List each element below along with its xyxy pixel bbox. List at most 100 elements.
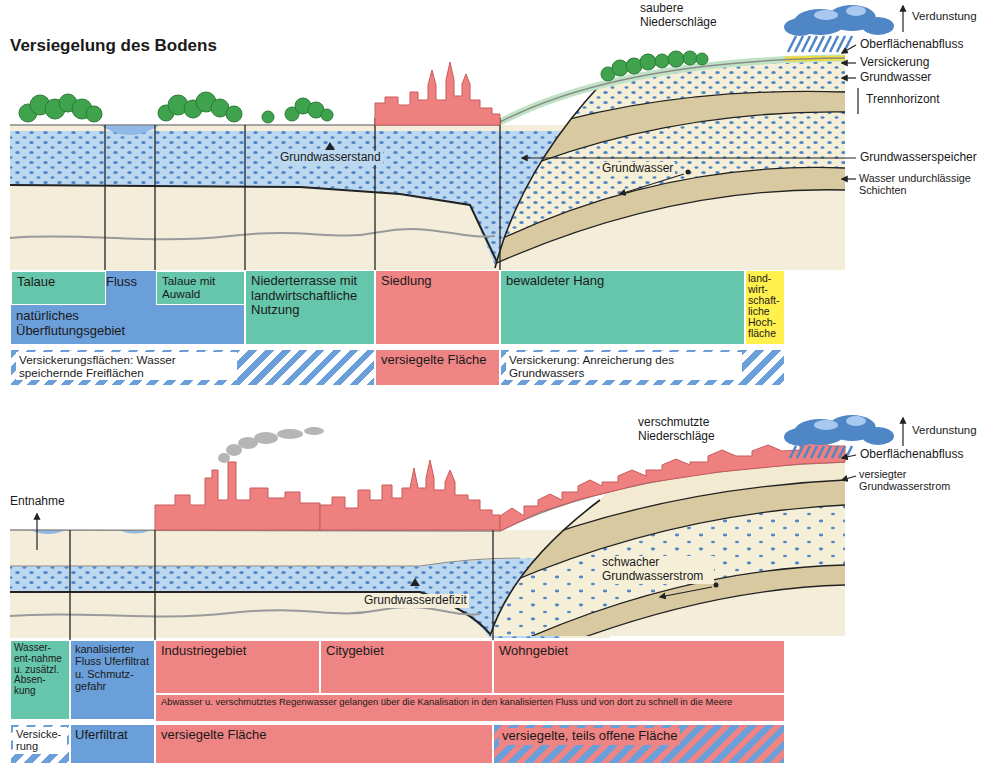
rain [788,36,796,52]
land-use-box: Niederterrasse mit landwirtschaftliche N… [245,270,375,345]
box-label: kanalisierter Fluss Uferfiltrat u. Schmu… [75,643,150,692]
hill-layers-bottom [450,585,845,695]
infiltration-band: Versicke-rung [10,724,70,764]
annotation-label: verschmutzte Niederschläge [638,416,738,444]
valley-ground-bottom [10,592,490,634]
leader-line [857,88,858,114]
vertical-divider [154,125,155,270]
vertical-divider [69,530,70,640]
hill-layers-top [450,58,845,285]
annotation-label: Grundwasserspeicher [860,151,977,165]
grass-strip [500,58,845,122]
valley-ground-bottom [10,558,560,638]
tree-cluster [696,53,708,65]
leader-line [842,62,856,63]
land-use-box: Wasser-ent-nahme u. zusätzl. Absen-kung [10,640,70,720]
valley-ground-top [100,125,160,135]
land-use-box: kanalisierter Fluss Uferfiltrat u. Schmu… [70,640,155,720]
annotation-label: schwacher Grundwasserstrom [600,556,714,584]
land-use-box: bewaldeter Hang [500,270,745,345]
valley-ground-bottom [10,558,520,566]
tree-cluster [655,54,669,68]
leader-line [842,476,856,480]
tree-cluster [226,106,242,122]
rain-cloud [814,10,838,20]
annotation-label: Oberflächenabfluss [860,38,963,52]
hill-layers-top [450,190,845,285]
rain [795,36,803,52]
rain [790,446,852,458]
rain-cloud [846,416,866,426]
smoke [218,427,324,463]
box-label: Talaue [17,275,100,290]
land-use-box: Talaue [11,271,106,305]
tree-cluster [321,109,333,121]
vertical-divider [105,118,500,270]
leader-line [842,77,856,78]
annotation-label: saubere Niederschläge [640,2,735,30]
box-label: Wasser-ent-nahme u. zusätzl. Absen-kung [14,643,66,697]
box-label: Siedlung [381,274,494,289]
box-label: versiegelte, teils offene Fläche [499,728,680,745]
vertical-divider [70,530,493,640]
annotation-label: Grundwasser [600,162,675,176]
settlement-silhouette [375,62,500,125]
annotation-label: Grundwasserdefizit [362,594,469,608]
box-label: land-wirt-schaft-liche Hoch-fläche [748,273,782,339]
annotation-label: Grundwasserstand [278,151,383,165]
rain-cloud [784,428,816,446]
annotation-label: Entnahme [10,495,65,509]
leader-line [902,418,903,446]
leader-line [522,6,903,194]
box-label: Versickerungsflächen: Wasser speichernde… [16,352,237,380]
rain [788,36,852,52]
rain-cloud [784,18,816,36]
hill-layers-bottom [450,565,845,695]
box-label: Industriegebiet [161,644,314,659]
rain [825,446,831,458]
land-use-box: Siedlung [375,270,500,345]
hill-layers-top [450,167,845,265]
rain [832,446,838,458]
vertical-divider [154,530,155,640]
rain [818,446,824,458]
tree-cluster [668,51,684,67]
tree-cluster [612,60,628,76]
land-use-box: Wohngebiet [493,640,785,694]
fault-line [495,85,600,268]
level-marker [325,142,335,150]
hill-layers-top [450,91,845,160]
housing-silhouette [500,440,845,531]
rain [816,36,824,52]
land-use-box: land-wirt-schaft-liche Hoch-fläche [745,270,785,345]
flow-dot [686,170,691,175]
valley-ground-bottom [10,607,480,617]
infiltration-band: Versickerungsflächen: Wasser speichernde… [10,349,375,386]
vertical-divider [244,125,245,270]
tree-cluster [19,51,708,123]
rain [837,36,845,52]
rain [809,36,817,52]
rain-cloud [862,427,894,445]
rain [830,36,838,52]
sealed-band: versiegelte Fläche [155,724,493,764]
annotation-label: Trennhorizont [866,93,940,107]
annotation-label: Oberflächenabfluss [860,448,963,462]
smoke [277,429,303,439]
leader-line [620,174,684,194]
hill-layers-top [450,190,845,285]
leader-line [37,418,903,597]
box-label: Versicke-rung [13,727,67,754]
filtrate-band: Uferfiltrat [70,724,155,764]
box-label: natürliches Überflutungsgebiet [16,309,186,338]
industry-silhouette [155,462,320,530]
tree-cluster [640,54,656,70]
smoke [254,432,278,444]
rain-cloud [846,6,866,16]
box-label: Abwasser u. verschmutztes Regenwasser ge… [161,697,779,707]
valley-ground-top [10,185,497,262]
rain-cloud [814,420,838,430]
rain [839,446,845,458]
